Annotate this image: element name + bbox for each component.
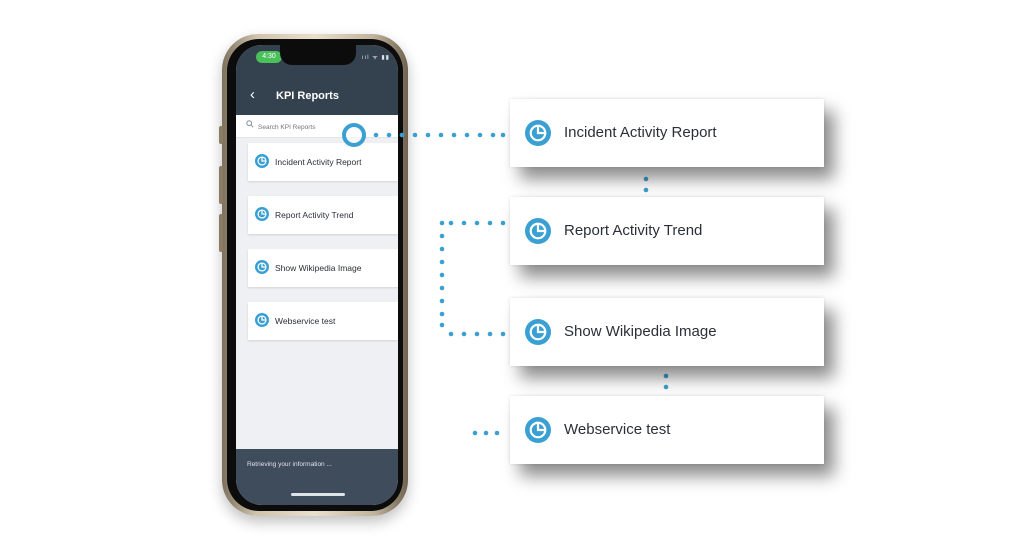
pie-chart-icon: [525, 417, 551, 448]
phone-volume-down: [219, 214, 223, 252]
callout-show-wikipedia-image: Show Wikipedia Image: [510, 298, 824, 366]
list-item-show-wikipedia-image[interactable]: Show Wikipedia Image: [248, 249, 398, 287]
list-item-label: Incident Activity Report: [275, 157, 362, 167]
phone-screen: 4:30 ııl ᯤ ▮▮ ‹ KPI Reports Incident Act…: [236, 45, 398, 505]
phone-mute-switch: [219, 126, 223, 144]
phone-notch: [280, 45, 356, 65]
callout-report-activity-trend: Report Activity Trend: [510, 197, 824, 265]
list-item-incident-activity-report[interactable]: Incident Activity Report: [248, 143, 398, 181]
callout-webservice-test: Webservice test: [510, 396, 824, 464]
list-item-report-activity-trend[interactable]: Report Activity Trend: [248, 196, 398, 234]
search-icon: [246, 120, 254, 130]
home-indicator[interactable]: [291, 493, 345, 496]
loading-status-text: Retrieving your information ...: [247, 461, 332, 468]
pie-chart-icon: [255, 313, 269, 332]
list-item-webservice-test[interactable]: Webservice test: [248, 302, 398, 340]
status-bar: 4:30 ııl ᯤ ▮▮: [236, 45, 398, 79]
callout-label: Show Wikipedia Image: [564, 323, 717, 340]
pie-chart-icon: [255, 154, 269, 173]
phone-mockup: 4:30 ııl ᯤ ▮▮ ‹ KPI Reports Incident Act…: [219, 34, 408, 516]
pie-chart-icon: [525, 120, 551, 151]
tap-indicator: [342, 123, 366, 147]
callout-incident-activity-report: Incident Activity Report: [510, 99, 824, 167]
list-item-label: Show Wikipedia Image: [275, 263, 362, 273]
loading-footer: Retrieving your information ...: [236, 449, 398, 505]
list-item-label: Webservice test: [275, 316, 336, 326]
pie-chart-icon: [255, 207, 269, 226]
pie-chart-icon: [525, 218, 551, 249]
pie-chart-icon: [525, 319, 551, 350]
pie-chart-icon: [255, 260, 269, 279]
callout-label: Webservice test: [564, 421, 671, 438]
chevron-left-icon[interactable]: ‹: [250, 86, 255, 103]
callout-label: Incident Activity Report: [564, 124, 717, 141]
app-header: ‹ KPI Reports: [236, 79, 398, 115]
list-item-label: Report Activity Trend: [275, 210, 354, 220]
callout-label: Report Activity Trend: [564, 222, 703, 239]
page-title: KPI Reports: [276, 90, 339, 102]
status-time: 4:30: [256, 51, 282, 63]
status-icons: ııl ᯤ ▮▮: [361, 55, 390, 61]
phone-volume-up: [219, 166, 223, 204]
